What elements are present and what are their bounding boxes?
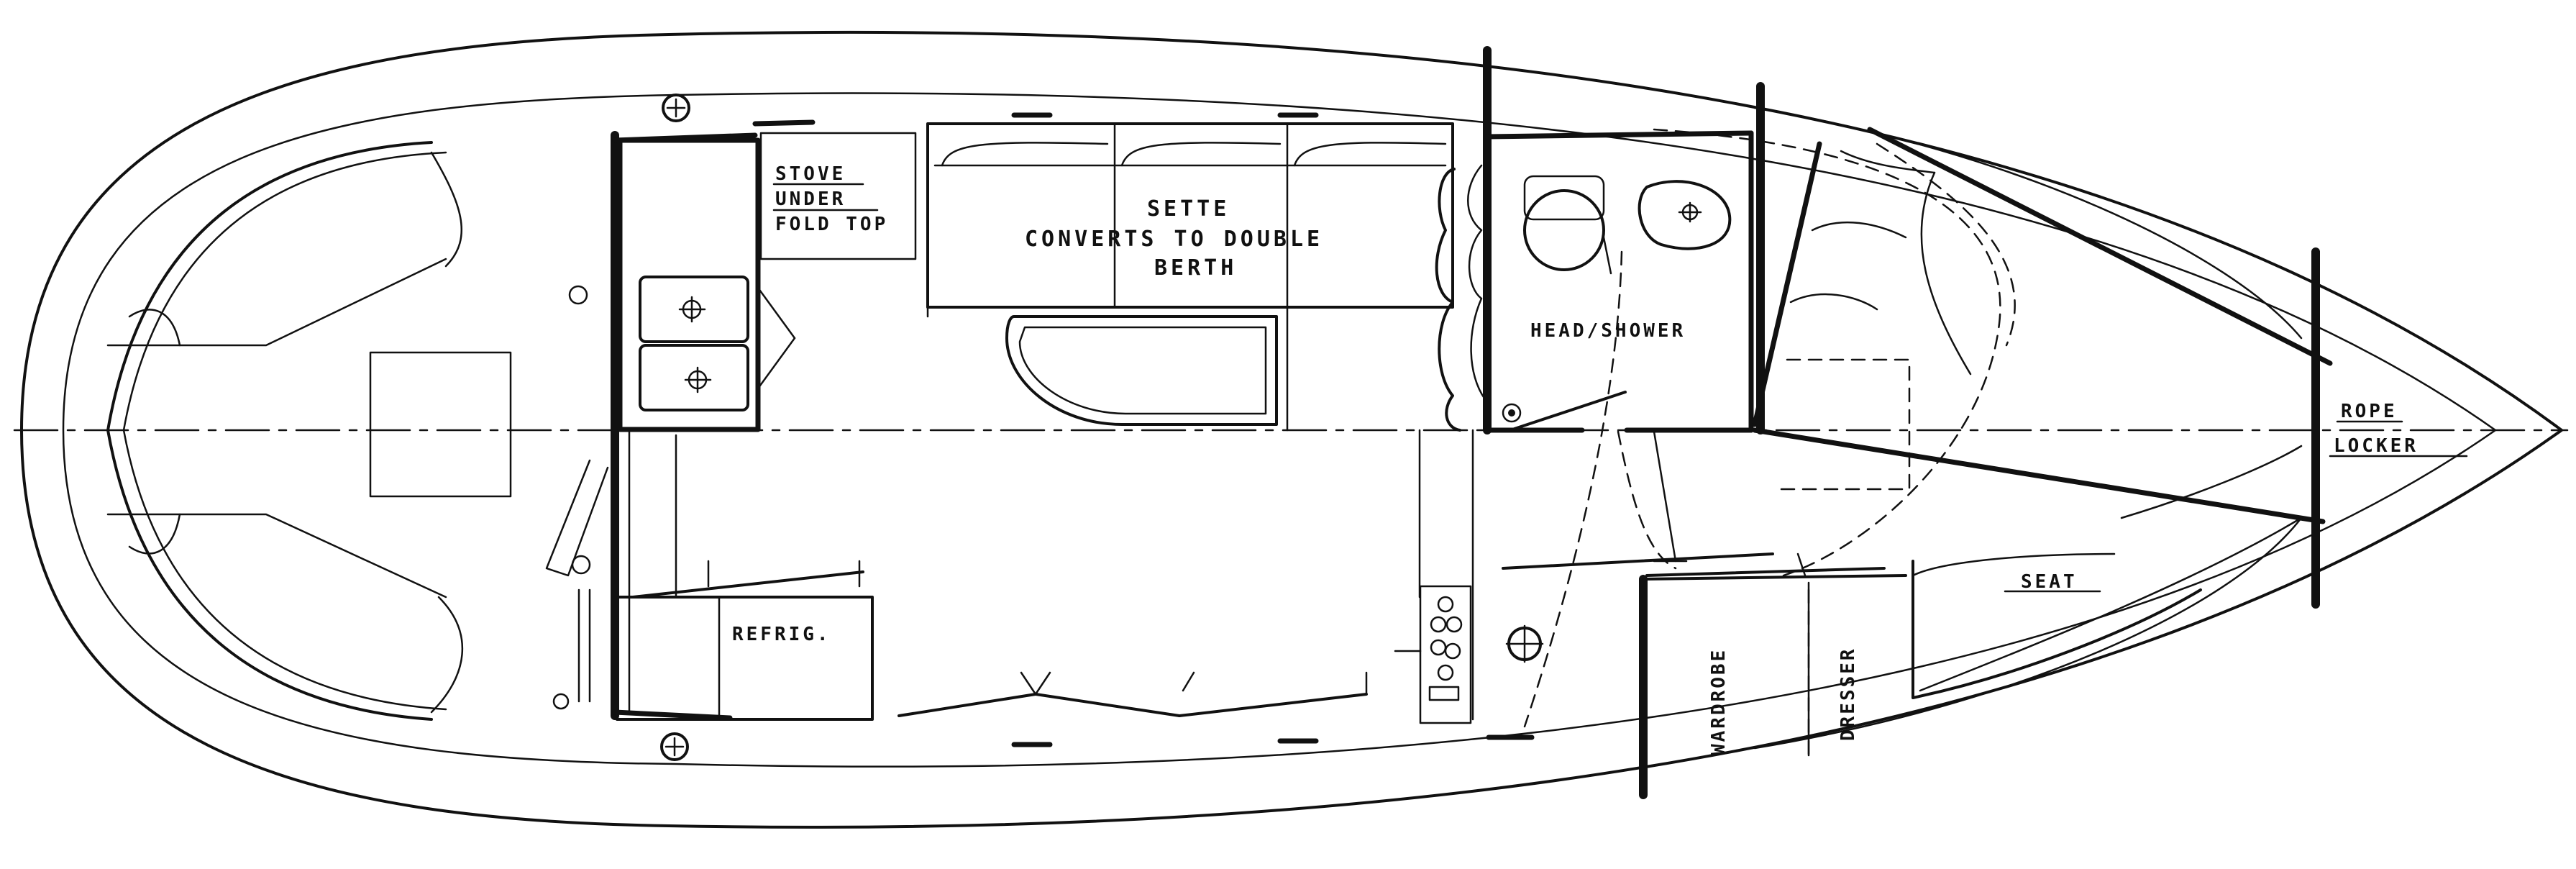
winch-port: [662, 94, 690, 122]
cleat-icons: [552, 285, 1522, 710]
winch-starboard: [660, 732, 689, 761]
settee-label-line2: CONVERTS TO DOUBLE: [1025, 227, 1323, 252]
rope-label-line2: LOCKER: [2334, 435, 2419, 457]
rope-locker: ROPE LOCKER: [2311, 247, 2468, 609]
wardrobe-dresser: WARDROBE DRESSER: [1639, 574, 1907, 799]
forward-cabin: [1653, 82, 2333, 750]
galley: [617, 137, 796, 432]
rope-label-line1: ROPE: [2341, 401, 2398, 422]
refrig-label: REFRIG.: [732, 624, 831, 645]
dinette-table: [1005, 306, 1289, 432]
dresser-label: DRESSER: [1837, 647, 1859, 741]
seat-label: SEAT: [2021, 571, 2078, 593]
control-panel: [1394, 585, 1472, 724]
wardrobe-label: WARDROBE: [1708, 648, 1730, 755]
deck-fittings: [752, 112, 1535, 747]
stove-label-line1: STOVE: [775, 163, 846, 185]
stove: STOVE UNDER FOLD TOP: [759, 132, 917, 260]
saloon-floor: [631, 429, 1474, 721]
settee-berth: SETTE CONVERTS TO DOUBLE BERTH: [926, 122, 1454, 318]
settee-label-line3: BERTH: [1154, 255, 1237, 281]
settee-cushions: [1435, 164, 1486, 432]
refrigerator: REFRIG.: [616, 596, 874, 721]
forward-seat: SEAT: [1912, 552, 2202, 699]
mast-step-icon: [1505, 624, 1544, 663]
stove-label-line2: UNDER: [775, 188, 846, 210]
settee-label-line1: SETTE: [1147, 196, 1230, 222]
hull-inner-line: [62, 92, 2497, 768]
head-compartment: HEAD/SHOWER: [1483, 46, 1754, 434]
stove-label-line3: FOLD TOP: [775, 214, 888, 235]
head-shower-label: HEAD/SHOWER: [1530, 320, 1686, 342]
passage: [1502, 430, 1886, 577]
aft-cockpit: [106, 141, 609, 721]
port-handrail: [577, 588, 591, 703]
sink-drain-icon: [678, 296, 712, 393]
